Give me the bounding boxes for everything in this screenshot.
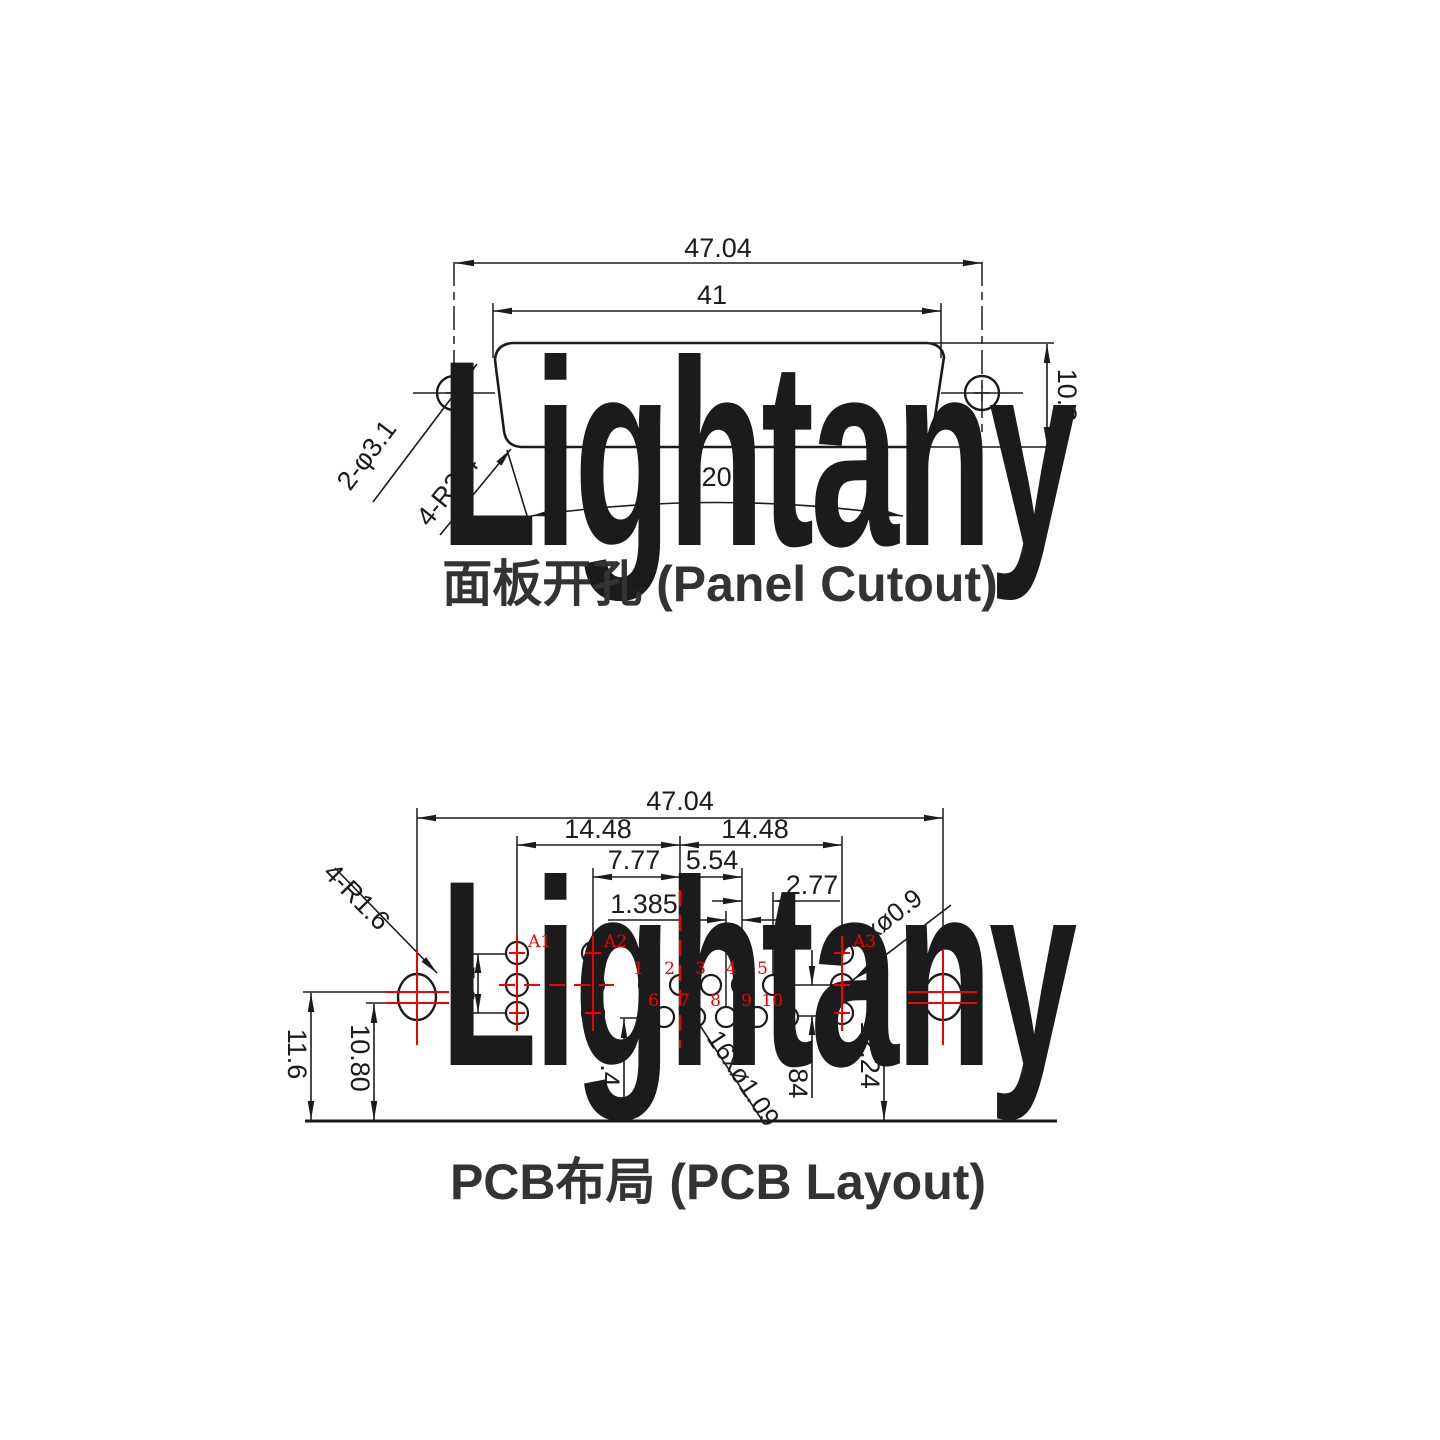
- panel-cutout-drawing: [372, 259, 1054, 536]
- pin-5-label: 5: [757, 959, 768, 979]
- pin-3-label: 3: [695, 959, 706, 979]
- panel-dim-102-ext-lines: [918, 342, 1054, 448]
- pin-6-label: 6: [648, 991, 659, 1011]
- pin-8: [714, 1005, 738, 1029]
- pcb-dim-row-gap: 2.84: [783, 1046, 813, 1099]
- pcb-signal-pins-bottom-row: [652, 1005, 800, 1029]
- pcb-dim-right-span: 14.48: [721, 814, 789, 844]
- pin-1: [637, 973, 661, 997]
- pin-4-label: 4: [726, 959, 737, 979]
- pcb-coax-holes-leader: [852, 904, 952, 981]
- pin-a3-label: A3: [852, 932, 876, 952]
- pin-7-label: 7: [679, 991, 690, 1011]
- watermark-text: Lightany: [440, 306, 1077, 602]
- pin-3: [699, 973, 723, 997]
- pin-6: [652, 1005, 676, 1029]
- coax-pin-center-ticks: [509, 952, 850, 1014]
- panel-corner-radius-leader: [439, 448, 512, 536]
- pin-4: [730, 973, 754, 997]
- pin-2-label: 2: [664, 959, 675, 979]
- pcb-dim-4704-ext-lines: [416, 808, 944, 971]
- watermark-text: Lightany: [440, 826, 1077, 1122]
- pcb-dim-left-span: 14.48: [564, 814, 632, 844]
- panel-mount-hole-leader: [372, 363, 478, 503]
- pcb-red-centerlines: [386, 890, 977, 1048]
- angle-arc: [530, 501, 904, 517]
- pcb-dim-slot-upper-center-to-edge: 11.6: [282, 1029, 312, 1080]
- pin-5: [761, 973, 785, 997]
- pcb-label-slot-radius: 4-R1.6: [318, 857, 396, 936]
- pcb-dim-pin-pitch: 2.77: [786, 870, 839, 900]
- pcb-layout-drawing: [303, 808, 1057, 1123]
- pin-7: [683, 1005, 707, 1029]
- right-slant-extension-line: [907, 449, 930, 520]
- panel-dim-side-angle: 20°: [702, 462, 743, 492]
- panel-cutout-title: 面板开孔 (Panel Cutout): [442, 556, 998, 612]
- pin-1-label: 1: [633, 959, 644, 979]
- pcb-layout-title: PCB布局 (PCB Layout): [450, 1154, 986, 1210]
- pcb-dim-53-ext-lines: [473, 953, 506, 1014]
- pin-8-label: 8: [710, 991, 721, 1011]
- pcb-dim-a2-to-center: 7.77: [608, 845, 661, 875]
- left-slot-crosshair: [386, 949, 449, 1045]
- panel-dim-overall-width: 47.04: [684, 233, 752, 263]
- pcb-dim-row-offset: 1.385: [610, 889, 678, 919]
- watermark-bottom: Lightany: [440, 826, 1080, 1122]
- pcb-dim-center-to-pin4: 5.54: [686, 845, 739, 875]
- pcb-dim-coax-row-to-edge: 12.24: [855, 1021, 885, 1089]
- pcb-signal-holes-leader: [679, 994, 763, 1121]
- right-slot-crosshair: [908, 949, 977, 1045]
- pin-a1-label: A1: [527, 932, 551, 952]
- pcb-slot-radius-leader: [334, 867, 438, 974]
- pin-9: [745, 1005, 769, 1029]
- pin-9-label: 9: [741, 991, 752, 1011]
- pcb-pin-number-labels: 1 2 3 4 5 6 7 8 9 10 A1 A2 A3: [527, 932, 876, 1011]
- pin-a2-label: A2: [603, 932, 627, 952]
- pcb-dim-coax-column-span: 5.3: [450, 965, 480, 1003]
- panel-dim-41-ext-lines: [492, 303, 942, 358]
- pcb-dim-slot-lower-center-to-edge: 10.80: [345, 1024, 375, 1092]
- panel-label-mounting-holes: 2-φ3.1: [331, 414, 403, 495]
- watermark-top: Lightany: [440, 306, 1080, 602]
- pin-10-label: 10: [761, 991, 783, 1011]
- panel-dim-height: 10.2: [1052, 369, 1082, 422]
- panel-dim-opening-width: 41: [697, 280, 727, 310]
- pcb-dim-overall-width: 47.04: [646, 786, 714, 816]
- pcb-dim-pin-row-to-edge: 9.4: [595, 1049, 625, 1087]
- pin-10: [776, 1005, 800, 1029]
